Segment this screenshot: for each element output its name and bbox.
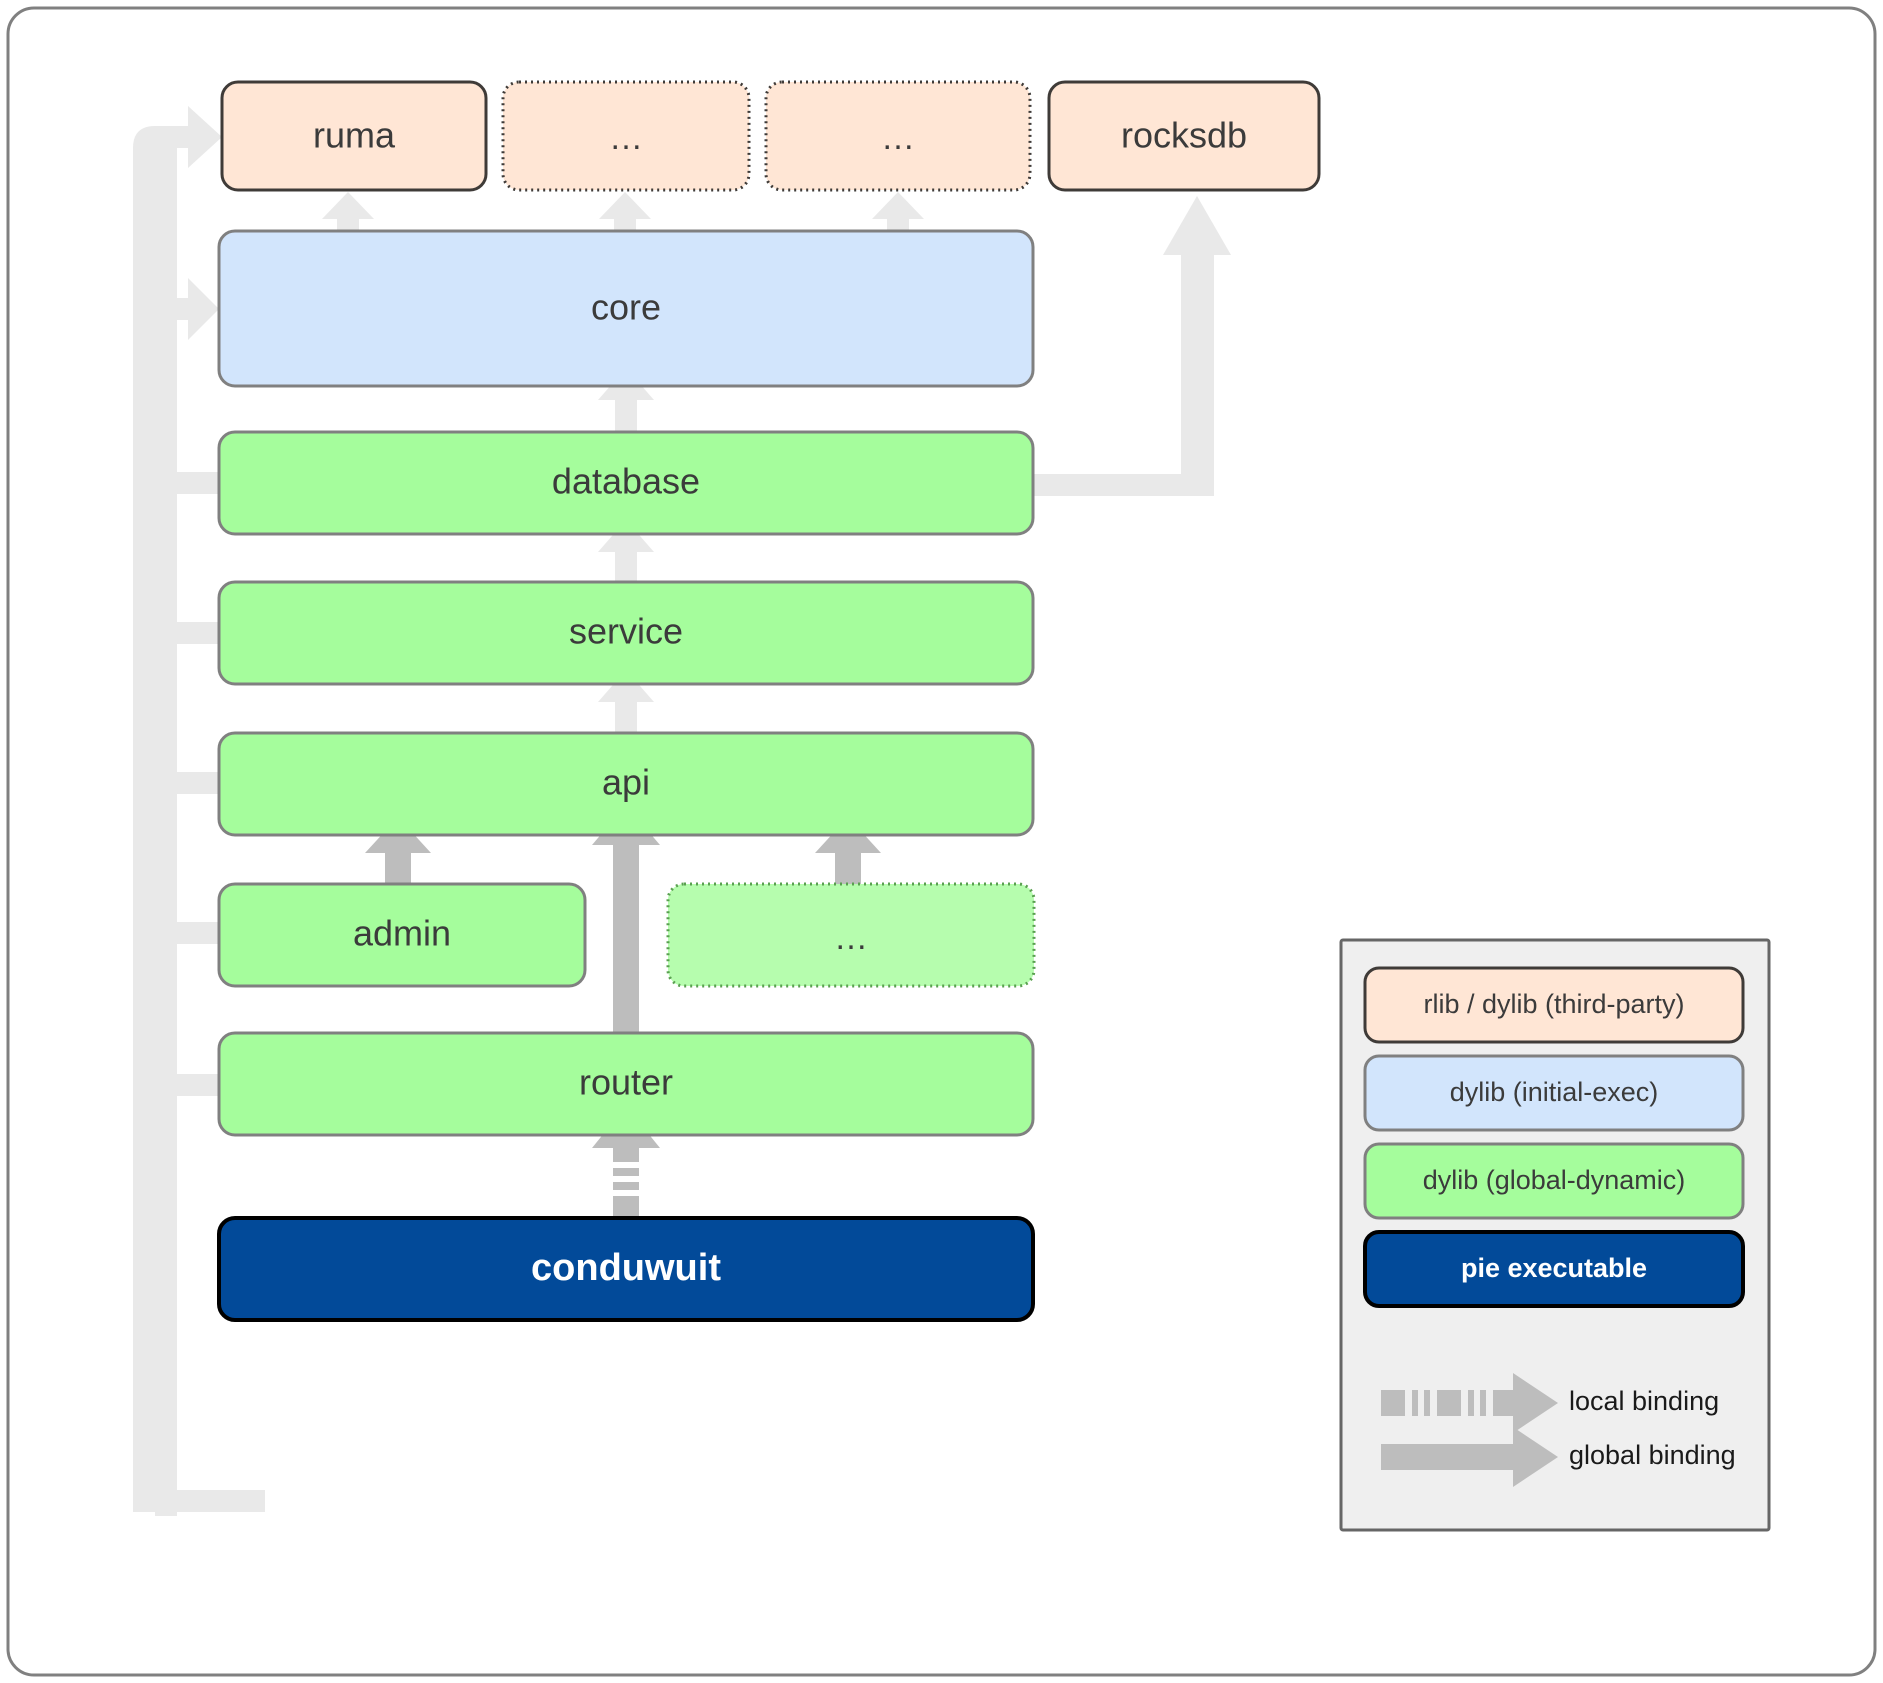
node-service[interactable]: service: [217, 580, 1035, 686]
legend-panel: rlib / dylib (third-party) dylib (initia…: [1339, 938, 1771, 1532]
legend-item-local-binding[interactable]: local binding: [1381, 1373, 1719, 1433]
node-router-label: router: [579, 1062, 673, 1103]
node-database-label: database: [552, 461, 700, 502]
node-conduwuit-label: conduwuit: [531, 1247, 721, 1289]
legend-global-dynamic-label: dylib (global-dynamic): [1423, 1165, 1686, 1195]
node-ruma[interactable]: ruma: [220, 80, 488, 192]
legend-initial-exec-label: dylib (initial-exec): [1450, 1077, 1659, 1107]
legend-item-initial-exec[interactable]: dylib (initial-exec): [1363, 1054, 1745, 1132]
node-router[interactable]: router: [217, 1031, 1035, 1137]
edge-database-rocksdb: [1033, 196, 1231, 496]
edge-conduwuit-admin: [155, 922, 221, 944]
edge-conduwuit-api: [155, 772, 221, 794]
node-rocksdb-label: rocksdb: [1121, 115, 1247, 156]
edge-service-database: [598, 520, 654, 582]
node-third-party-dots-2-label: …: [881, 119, 915, 157]
node-api[interactable]: api: [217, 731, 1035, 837]
legend-item-third-party[interactable]: rlib / dylib (third-party): [1363, 966, 1745, 1044]
node-rocksdb[interactable]: rocksdb: [1047, 80, 1321, 192]
legend-global-binding-arrow-icon: [1381, 1427, 1558, 1487]
legend-local-binding-label: local binding: [1569, 1386, 1719, 1416]
node-database[interactable]: database: [217, 430, 1035, 536]
legend-item-pie-executable[interactable]: pie executable: [1363, 1230, 1745, 1308]
node-api-label: api: [602, 762, 650, 803]
edge-conduwuit-ruma: [155, 106, 222, 168]
node-conduwuit[interactable]: conduwuit: [217, 1216, 1035, 1322]
edge-conduwuit-core: [155, 278, 219, 340]
edge-conduwuit-database: [155, 472, 221, 494]
node-service-label: service: [569, 611, 683, 652]
nodes-layer: ruma … … rocksdb core: [217, 80, 1321, 1322]
node-admin[interactable]: admin: [217, 882, 587, 988]
node-third-party-dots-1-label: …: [609, 119, 643, 157]
edge-api-service: [598, 670, 654, 733]
left-trunk-branches: [155, 106, 222, 1096]
legend-third-party-label: rlib / dylib (third-party): [1423, 989, 1684, 1019]
node-global-dynamic-dots-label: …: [834, 919, 868, 957]
legend-local-binding-arrow-icon: [1381, 1373, 1558, 1433]
node-core-label: core: [591, 287, 661, 328]
node-admin-label: admin: [353, 913, 451, 954]
node-third-party-dots-1[interactable]: …: [501, 80, 751, 192]
legend-item-global-dynamic[interactable]: dylib (global-dynamic): [1363, 1142, 1745, 1220]
legend-item-global-binding[interactable]: global binding: [1381, 1427, 1736, 1487]
node-third-party-dots-2[interactable]: …: [764, 80, 1032, 192]
legend-pie-label: pie executable: [1461, 1253, 1647, 1283]
edge-conduwuit-service: [155, 622, 221, 644]
node-core[interactable]: core: [217, 229, 1035, 388]
legend-global-binding-label: global binding: [1569, 1440, 1736, 1470]
node-ruma-label: ruma: [313, 115, 396, 156]
node-global-dynamic-dots[interactable]: …: [666, 882, 1036, 988]
edge-conduwuit-router: [155, 1074, 221, 1096]
